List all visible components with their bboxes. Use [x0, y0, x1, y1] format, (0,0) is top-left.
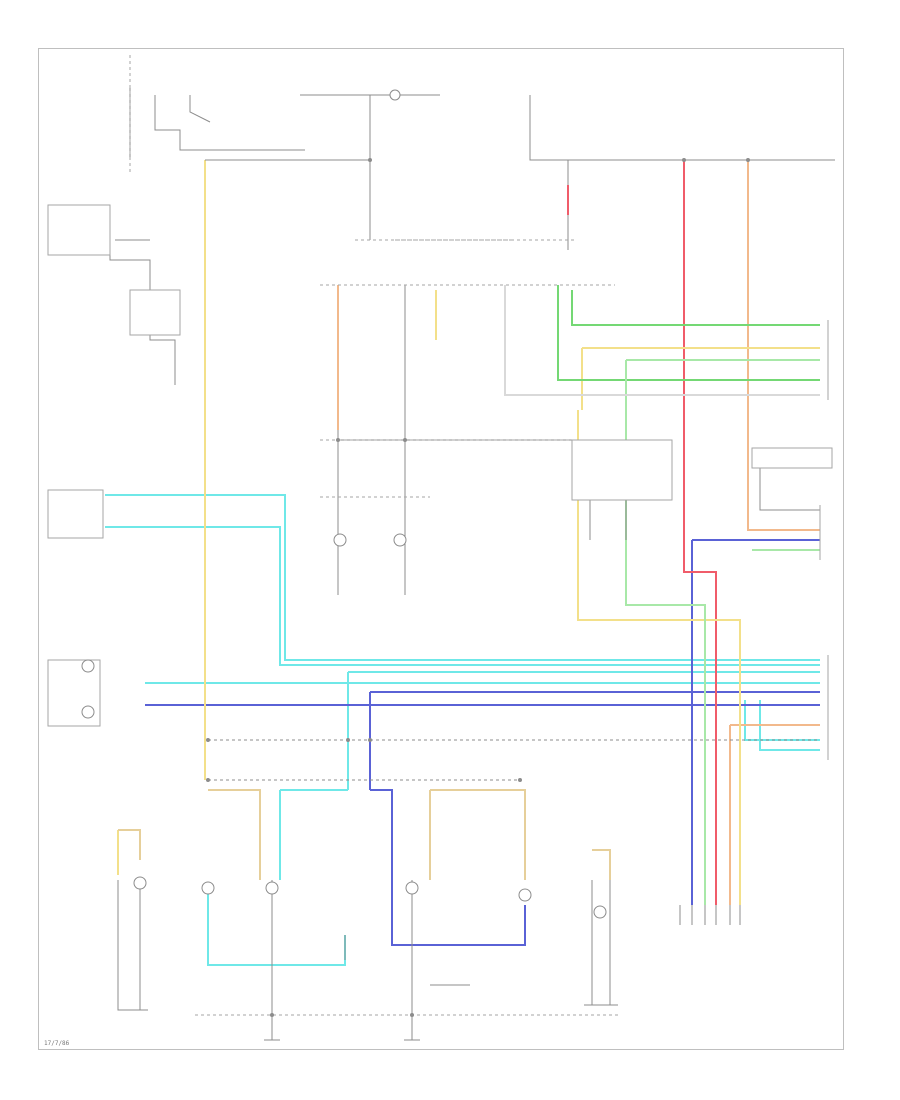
- wire-cyan: [105, 494, 820, 966]
- splice-dot: [336, 438, 340, 442]
- lamp-icon: [593, 905, 607, 919]
- trailer-connector-pins: [679, 905, 741, 925]
- splice-dot: [518, 778, 522, 782]
- circuit-line-layer: [109, 88, 835, 1040]
- splice-dot: [368, 738, 372, 742]
- wire-white: [504, 285, 820, 396]
- splice-dot: [346, 738, 350, 742]
- wire-orange: [337, 160, 820, 905]
- lamp-icon: [389, 89, 401, 101]
- wire-green: [557, 285, 820, 381]
- splice-dot: [206, 738, 210, 742]
- ground-layer: [132, 1004, 618, 1041]
- lamp-icon: [405, 881, 419, 895]
- lamp-icon: [333, 533, 347, 547]
- component-box: [571, 439, 673, 501]
- right-edge-ticks: [819, 320, 829, 760]
- lamp-icon: [393, 533, 407, 547]
- lamp-icon: [81, 705, 95, 719]
- splice-dot: [746, 158, 750, 162]
- diagram-id: 17/7/86: [44, 1040, 70, 1047]
- lamp-icon: [201, 881, 215, 895]
- splice-dot: [270, 1013, 274, 1017]
- component-box: [47, 204, 111, 256]
- lamp-icon: [133, 876, 147, 890]
- lamp-icon: [81, 659, 95, 673]
- lamp-icon: [518, 888, 532, 902]
- wire-layer: [105, 160, 820, 966]
- splice-dot: [682, 158, 686, 162]
- splice-dot: [206, 778, 210, 782]
- wire-tan: [118, 789, 611, 880]
- lamp-icon: [265, 881, 279, 895]
- splice-dot: [368, 158, 372, 162]
- wire-yellow: [117, 160, 820, 905]
- component-layer: [47, 204, 833, 727]
- component-box: [751, 447, 833, 469]
- wire-red: [567, 160, 717, 905]
- wire-blue: [145, 539, 820, 946]
- component-box: [47, 489, 104, 539]
- splice-layer: [206, 158, 750, 1017]
- lamp-layer: [81, 89, 607, 919]
- splice-dot: [403, 438, 407, 442]
- splice-dot: [410, 1013, 414, 1017]
- component-box: [129, 289, 181, 336]
